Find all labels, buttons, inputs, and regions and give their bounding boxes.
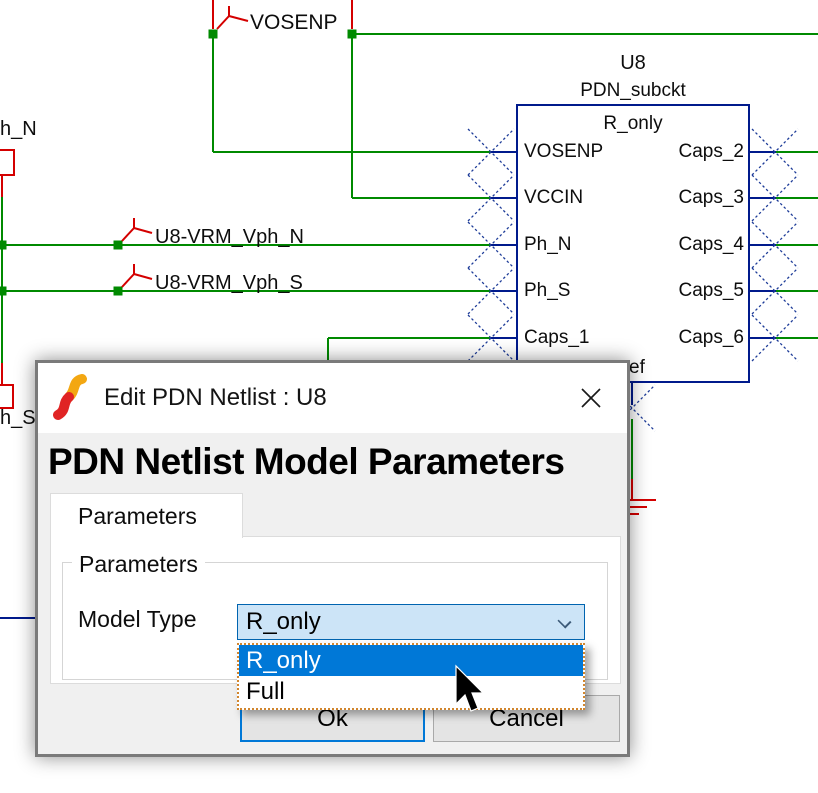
pin-label: Caps_1 bbox=[524, 327, 590, 348]
pin-label-partial: ef bbox=[629, 357, 645, 378]
net-label-vph-n[interactable]: U8-VRM_Vph_N bbox=[155, 226, 304, 248]
groupbox-legend: Parameters bbox=[72, 551, 205, 578]
component-model-text: R_only bbox=[603, 113, 663, 134]
pin-label: Caps_3 bbox=[678, 187, 745, 208]
pin-label: Ph_N bbox=[524, 234, 572, 255]
net-label-h-s: h_S bbox=[0, 407, 36, 429]
pin-label: Ph_S bbox=[524, 280, 571, 301]
net-label-h-n: h_N bbox=[0, 118, 37, 140]
net-probe-icon bbox=[216, 6, 249, 30]
net-probe-icon bbox=[121, 264, 153, 288]
app-logo-icon bbox=[53, 374, 87, 420]
combobox-value: R_only bbox=[246, 608, 321, 635]
dialog-heading: PDN Netlist Model Parameters bbox=[48, 441, 565, 482]
pin-label: VOSENP bbox=[524, 141, 604, 162]
dialog-body: PDN Netlist Model Parameters Parameters … bbox=[38, 433, 627, 754]
pin-label: Caps_4 bbox=[678, 234, 745, 255]
pin-label: Caps_2 bbox=[678, 141, 745, 162]
tab-label: Parameters bbox=[78, 503, 197, 529]
close-icon[interactable] bbox=[575, 382, 607, 414]
component-u8-body[interactable] bbox=[516, 104, 750, 383]
edit-pdn-netlist-dialog: Edit PDN Netlist : U8 PDN Netlist Model … bbox=[35, 360, 630, 757]
pin-label: Caps_5 bbox=[678, 280, 745, 301]
tab-parameters[interactable]: Parameters bbox=[50, 493, 243, 538]
dropdown-option-r-only[interactable]: R_only bbox=[239, 645, 583, 676]
pin-label: VCCIN bbox=[524, 187, 584, 208]
model-type-dropdown-list: R_only Full bbox=[237, 643, 585, 710]
dialog-titlebar[interactable]: Edit PDN Netlist : U8 bbox=[38, 363, 627, 433]
dropdown-option-full[interactable]: Full bbox=[246, 678, 285, 705]
component-ref: U8 bbox=[620, 52, 646, 74]
model-type-combobox[interactable]: R_only bbox=[237, 604, 585, 640]
pin-label: Caps_6 bbox=[678, 327, 745, 348]
dialog-title: Edit PDN Netlist : U8 bbox=[104, 384, 327, 411]
pin-stubs bbox=[0, 151, 776, 619]
component-part-name: PDN_subckt bbox=[580, 80, 686, 101]
mouse-cursor-icon bbox=[455, 664, 485, 712]
net-label-vph-s[interactable]: U8-VRM_Vph_S bbox=[155, 272, 303, 294]
wire-junction-dots bbox=[0, 29, 357, 296]
net-label-vosenp[interactable]: VOSENP bbox=[250, 11, 338, 34]
model-type-label: Model Type bbox=[78, 606, 197, 632]
wire-segments[interactable] bbox=[0, 33, 818, 479]
net-probe-icon bbox=[121, 218, 153, 242]
